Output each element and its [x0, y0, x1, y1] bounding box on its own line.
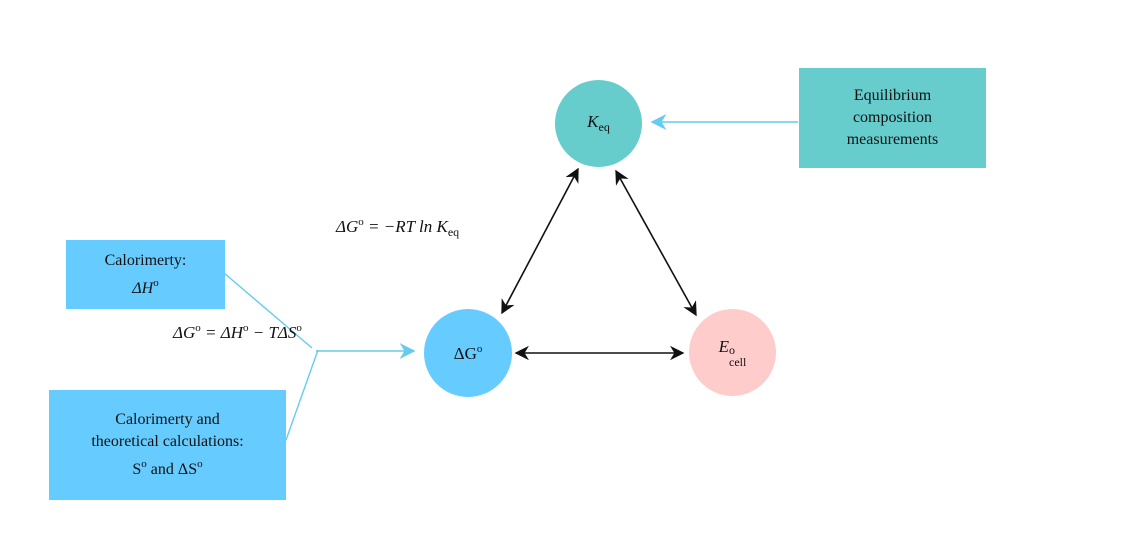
calorimetry-theory-box: Calorimerty and theoretical calculations…	[49, 390, 286, 500]
eq1-rhs-sub: eq	[447, 225, 460, 239]
keq-label: Keq	[587, 112, 610, 135]
keq-node: Keq	[555, 80, 642, 167]
dg-main: ΔG	[453, 343, 477, 363]
keq-sub: eq	[598, 120, 610, 134]
eq2-lhs: ΔG	[173, 323, 196, 342]
calorimetry-line-1: Calorimerty:	[104, 251, 187, 269]
ecell-main: E	[718, 337, 730, 356]
equilibrium-line-3: measurements	[846, 131, 939, 148]
arrow-keq-ecell	[615, 169, 697, 317]
ecell-sup: o	[729, 343, 736, 357]
equilibrium-line-2: composition	[852, 109, 933, 126]
equation-gibbs: ΔGo = ΔHo − TΔSo	[173, 322, 302, 343]
equation-rt-ln-k: ΔGo = −RT ln Keq	[336, 216, 459, 240]
ecell-sub: cell	[729, 355, 747, 369]
equilibrium-line-1: Equilibrium	[853, 87, 932, 104]
eq2-rhs: − TΔS	[248, 323, 297, 342]
dg-node: ΔGo	[424, 309, 512, 397]
calorimetry-dh-sup: o	[153, 276, 159, 289]
eq2-mid-sup: o	[243, 322, 249, 334]
connector-calorimetry	[223, 272, 313, 349]
calorimetry-dh: ΔH	[132, 279, 154, 297]
eq1-rhs: = −RT ln K	[363, 217, 448, 236]
theory-ds: ΔS	[177, 461, 198, 478]
eq1-lhs-sup: o	[358, 216, 364, 228]
eq2-lhs-sup: o	[195, 322, 201, 334]
eq2-mid: = ΔH	[200, 323, 243, 342]
theory-s: S	[132, 461, 142, 478]
eq1-lhs: ΔG	[336, 217, 359, 236]
calorimetry-line-2: ΔHo	[132, 272, 158, 300]
dg-label: ΔGo	[454, 343, 483, 364]
theory-ds-sup: o	[197, 458, 203, 470]
eq2-rhs-sup: o	[296, 322, 302, 334]
equilibrium-box: Equilibrium composition measurements	[799, 68, 986, 168]
theory-line-1: Calorimerty and	[115, 411, 220, 428]
theory-s-sup: o	[141, 458, 147, 470]
theory-and: and	[146, 461, 178, 478]
keq-main: K	[587, 112, 599, 131]
theory-line-3: So and ΔSo	[132, 453, 202, 481]
connector-calorimetry-theory	[285, 349, 319, 441]
calorimetry-box: Calorimerty: ΔHo	[66, 240, 225, 309]
arrow-keq-dg	[501, 167, 579, 315]
dg-sup: o	[476, 342, 483, 355]
theory-line-2: theoretical calculations:	[91, 433, 244, 450]
